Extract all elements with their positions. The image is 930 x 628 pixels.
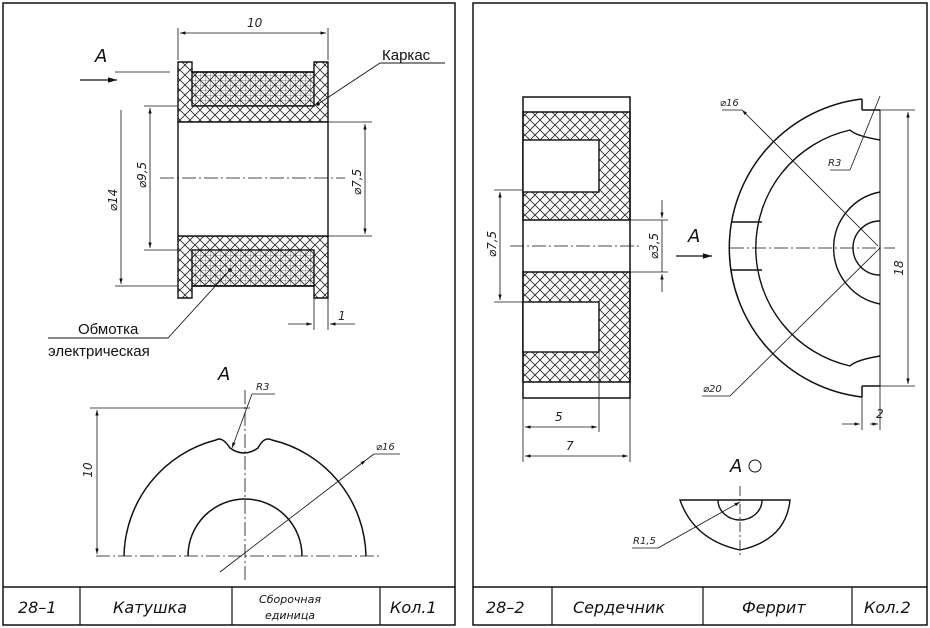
tb2-material: Феррит [742,598,806,617]
dim-diameter: ⌀16 [376,442,395,453]
dim2-d16: ⌀16 [720,98,739,109]
dim2-gap2: 2 [876,407,884,421]
tb1-type-1: Сборочная [259,593,321,606]
tb2-qty: Кол.2 [864,598,911,617]
dim-height: 10 [81,462,95,478]
dim2-h18: 18 [892,260,906,276]
view2-a-label: A [687,226,700,247]
tb1-number: 28–1 [18,598,57,617]
dim2-d20: ⌀20 [703,384,722,395]
tb2-number: 28–2 [486,598,525,617]
dim2-len7: 7 [566,439,574,453]
view-a-label: A [94,46,107,67]
callout-frame: Каркас [382,47,431,64]
dim-flange: 1 [338,309,346,323]
dim-width: 10 [247,16,263,30]
dim2-d-hole: ⌀3,5 [647,233,661,259]
tb1-type-2: единица [265,609,315,622]
core-section [510,96,640,399]
sheet-1-frame [2,2,456,626]
coil-section [160,61,345,299]
tb2-name: Сердечник [573,598,665,617]
core-end-view [728,98,895,398]
dim2-r3: R3 [828,158,841,169]
dim-d-inner: ⌀9,5 [135,162,149,188]
core-small-view [679,486,791,556]
view-a-label-2: A [217,364,230,385]
dim-radius: R3 [256,382,269,393]
tb1-qty: Кол.1 [390,598,437,617]
callout-winding-2: электрическая [48,343,150,360]
sheet-2-frame [472,2,928,626]
sheet-1: A 10 ⌀9,5 ⌀14 ⌀7,5 1 Каркас [2,2,456,626]
tb1-name: Катушка [113,598,187,617]
dim2-len5: 5 [555,410,563,424]
sheet-2: ⌀7,5 ⌀3,5 5 7 A [472,2,928,626]
callout-winding-1: Обмотка [78,321,139,338]
dim2-d-outer: ⌀7,5 [485,231,499,257]
coil-end-view [96,390,380,580]
dim2-r15: R1,5 [633,536,656,547]
view2-a-label-2: A [729,456,742,477]
dim-d-bore: ⌀7,5 [350,169,364,195]
dim-d-outer: ⌀14 [106,189,120,212]
